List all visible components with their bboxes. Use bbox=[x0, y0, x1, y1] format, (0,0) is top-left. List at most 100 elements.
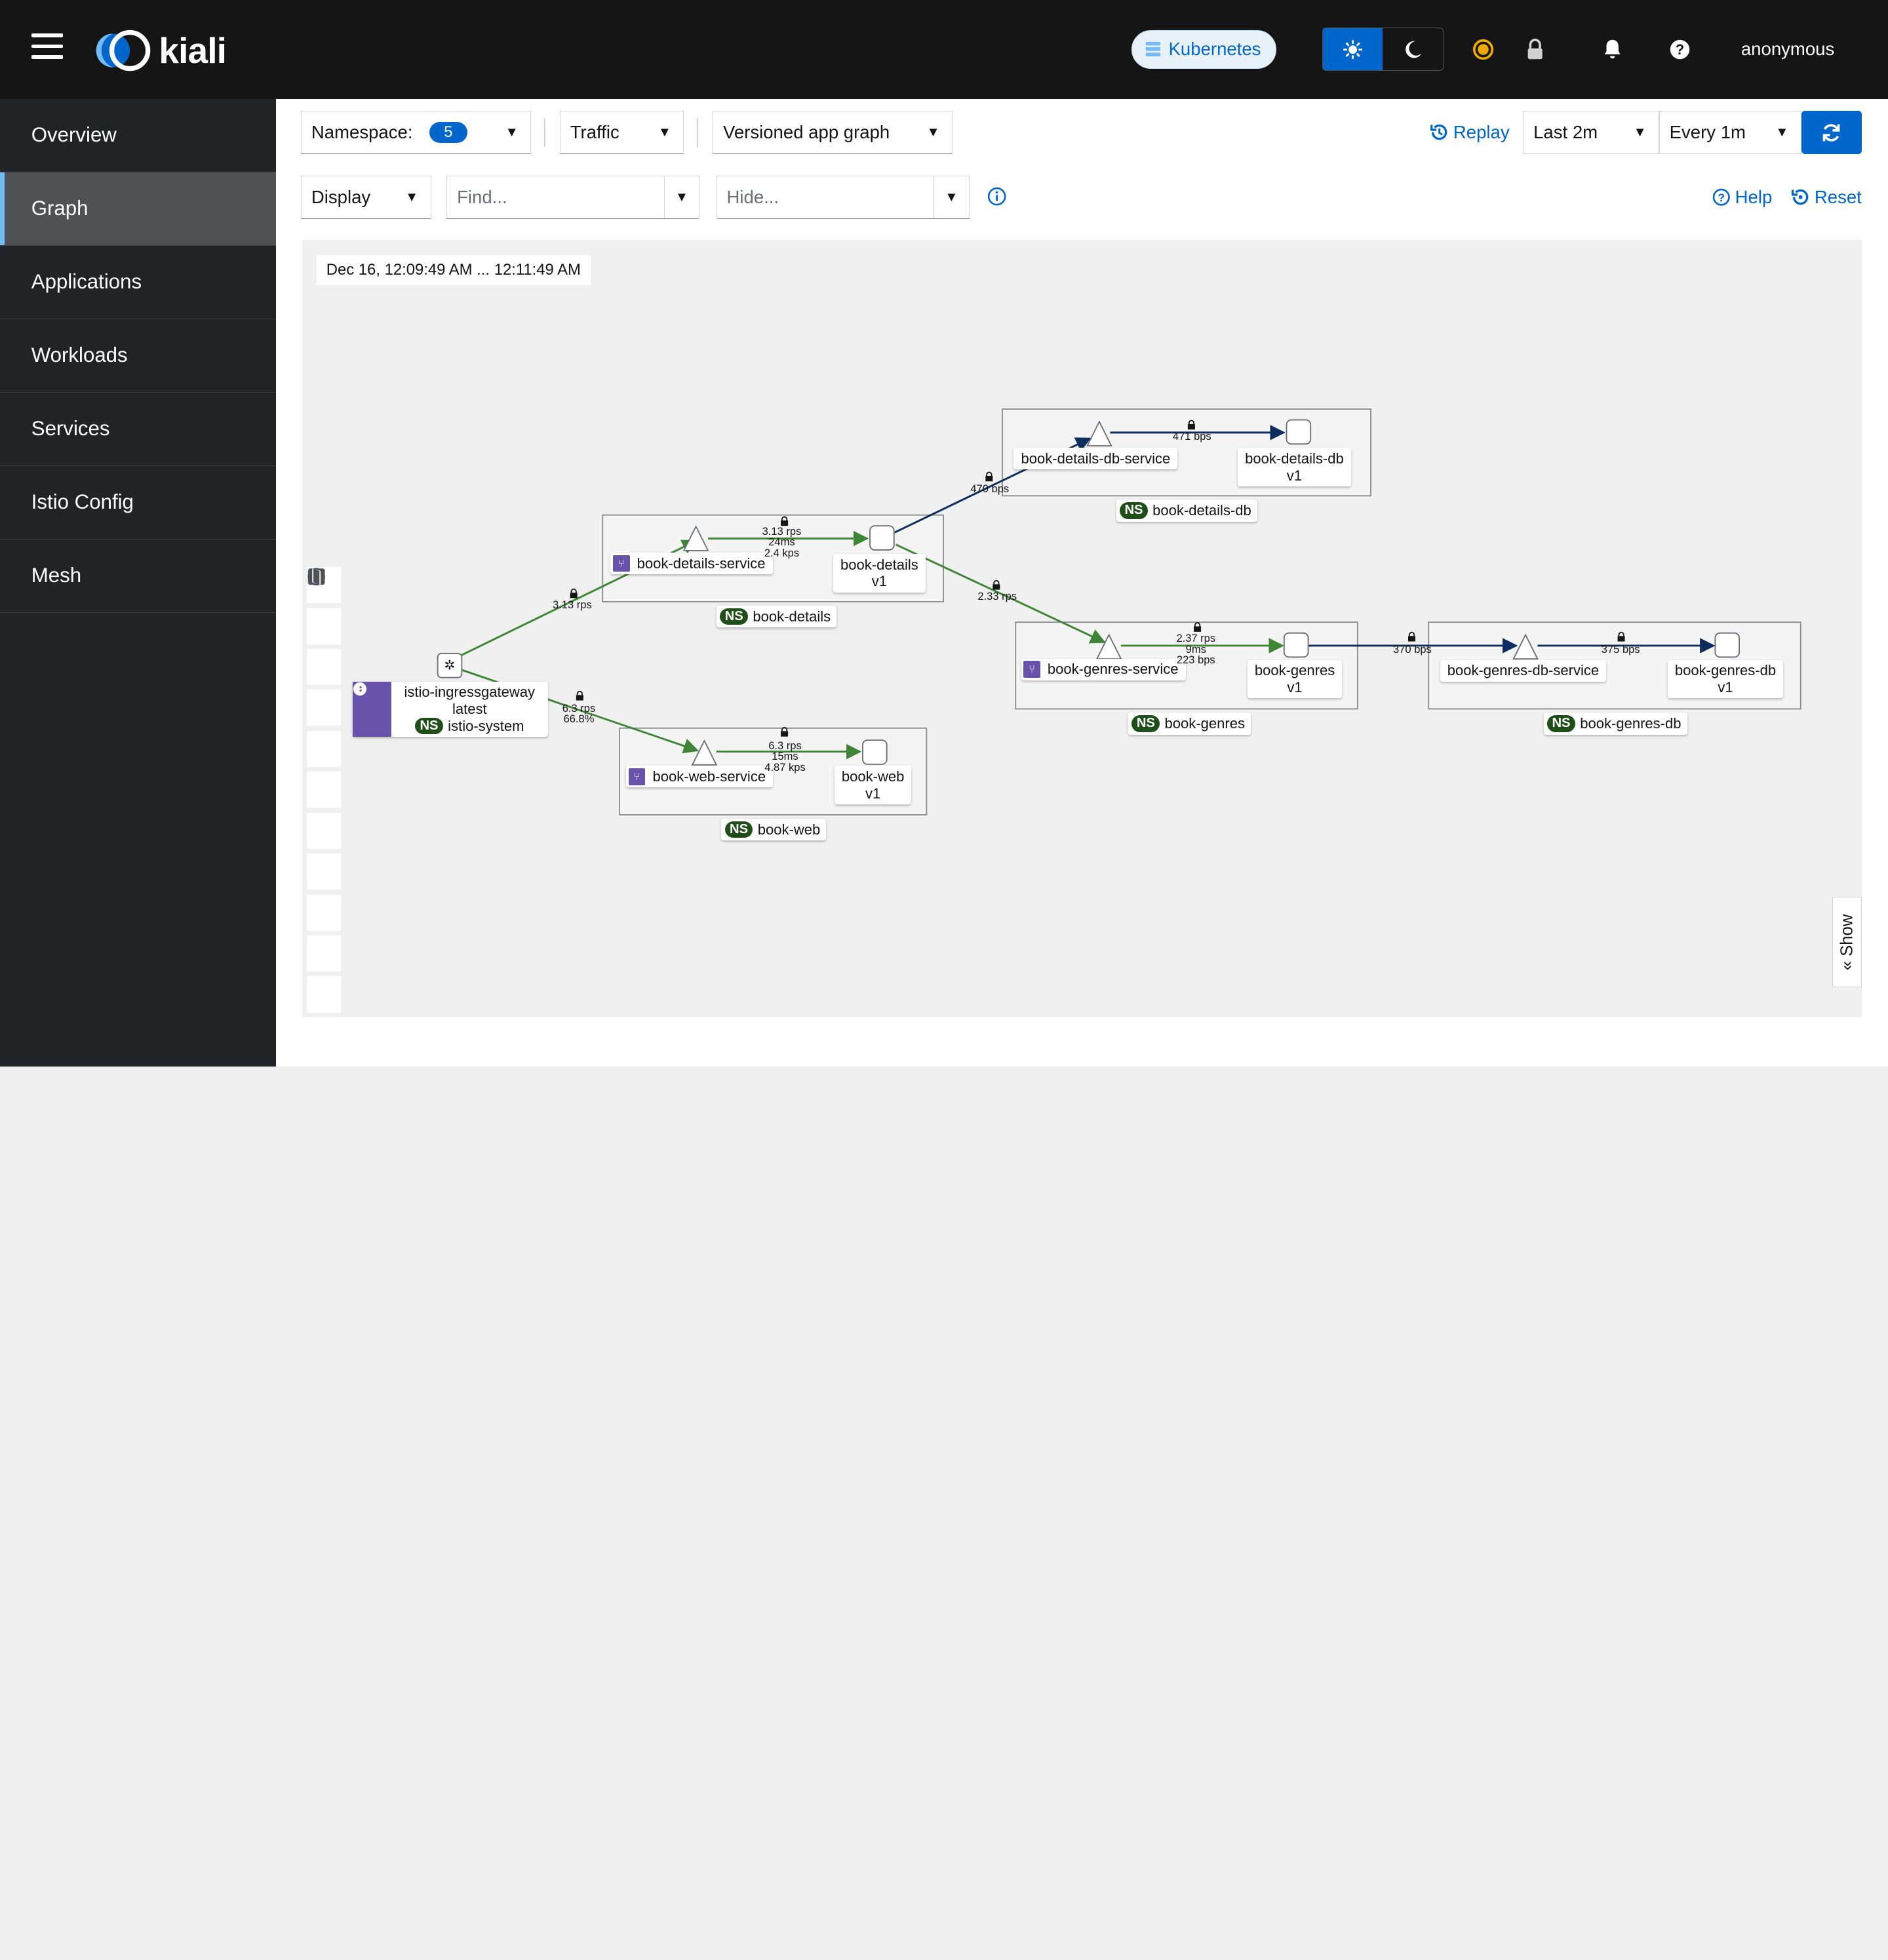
bell-icon[interactable] bbox=[1599, 36, 1625, 62]
genres-db-app-version: v1 bbox=[1718, 678, 1733, 696]
ns-tag-book-web[interactable]: NS book-web bbox=[721, 818, 827, 841]
sidebar-item-services[interactable]: Services bbox=[0, 393, 276, 466]
dark-theme-button[interactable] bbox=[1383, 28, 1443, 70]
web-service-name: book-web-service bbox=[652, 768, 766, 785]
genres-db-app-label[interactable]: book-genres-db v1 bbox=[1667, 659, 1784, 699]
lock-icon bbox=[1187, 420, 1195, 429]
details-db-app-label[interactable]: book-details-db v1 bbox=[1238, 448, 1351, 487]
refresh-interval-selector[interactable]: Every 1m ▼ bbox=[1659, 110, 1801, 155]
masthead: kiali Kubernetes bbox=[0, 0, 1888, 99]
layout-1-button[interactable] bbox=[307, 571, 341, 726]
replay-button[interactable]: Replay bbox=[1429, 121, 1510, 143]
lock-icon bbox=[781, 516, 789, 526]
details-app-node[interactable] bbox=[869, 524, 895, 551]
ns-tag-book-genres-db[interactable]: NS book-genres-db bbox=[1543, 713, 1687, 735]
light-theme-button[interactable] bbox=[1322, 28, 1383, 71]
traffic-selector[interactable]: Traffic ▼ bbox=[560, 110, 684, 155]
lock-icon bbox=[576, 690, 583, 701]
zoom-to-fit-button[interactable] bbox=[307, 568, 341, 644]
genres-db-service-node[interactable] bbox=[1512, 633, 1539, 659]
hide-input[interactable] bbox=[717, 176, 934, 219]
service-badge-icon: ⑂ bbox=[628, 768, 646, 785]
edge-label-genres-db-service: 375 bps bbox=[1601, 642, 1640, 656]
details-db-service-node[interactable] bbox=[1086, 420, 1112, 446]
web-app-label[interactable]: book-web v1 bbox=[834, 766, 912, 804]
status-warning-icon[interactable] bbox=[1470, 36, 1497, 62]
help-button[interactable]: ? Help bbox=[1712, 187, 1772, 208]
menu-icon[interactable] bbox=[31, 33, 63, 62]
show-tab-text: Show bbox=[1837, 914, 1856, 956]
layout-3-button[interactable] bbox=[307, 568, 341, 808]
sidebar-item-applications[interactable]: Applications bbox=[0, 246, 276, 319]
legend-button[interactable] bbox=[307, 568, 341, 1013]
layout-2-button[interactable] bbox=[307, 568, 341, 767]
caret-down-icon: ▼ bbox=[1633, 125, 1647, 140]
web-service-node[interactable] bbox=[691, 739, 718, 766]
user-menu[interactable]: anonymous bbox=[1740, 38, 1835, 59]
reset-button[interactable]: Reset bbox=[1790, 187, 1862, 208]
sidebar-item-graph[interactable]: Graph bbox=[0, 172, 276, 246]
graph-type-selector[interactable]: Versioned app graph ▼ bbox=[713, 110, 953, 155]
namespace-selector[interactable]: Namespace: 5 ▼ bbox=[301, 110, 531, 155]
show-side-panel-tab[interactable]: « Show bbox=[1832, 897, 1862, 988]
edge-details-to-genres-service[interactable] bbox=[895, 543, 1106, 643]
details-app-version: v1 bbox=[871, 573, 888, 590]
find-dropdown-toggle[interactable]: ▼ bbox=[663, 176, 699, 219]
details-app-name: book-details bbox=[840, 556, 918, 573]
hide-dropdown-toggle[interactable]: ▼ bbox=[934, 176, 968, 219]
refresh-button[interactable] bbox=[1801, 110, 1862, 155]
status-dot bbox=[1473, 39, 1494, 60]
ns-pill: NS bbox=[415, 717, 443, 735]
replay-label: Replay bbox=[1453, 121, 1510, 142]
graph-type-label: Versioned app graph bbox=[723, 122, 890, 143]
web-service-label[interactable]: ⑂ book-web-service bbox=[626, 766, 774, 788]
hide-field: ▼ bbox=[716, 176, 970, 220]
ns-tag-book-details-db[interactable]: NS book-details-db bbox=[1116, 500, 1257, 522]
ns-name: book-genres bbox=[1164, 715, 1246, 732]
sidebar-item-mesh[interactable]: Mesh bbox=[0, 539, 276, 613]
graph-canvas[interactable]: Dec 16, 12:09:49 AM ... 12:11:49 AM bbox=[302, 239, 1862, 1017]
genres-db-app-node[interactable] bbox=[1714, 632, 1740, 657]
service-badge-icon: ⑂ bbox=[612, 555, 630, 572]
details-app-label[interactable]: book-details v1 bbox=[833, 553, 926, 593]
gateway-namespace-name: istio-system bbox=[448, 717, 524, 734]
sidebar-nav: Overview Graph Applications Workloads Se… bbox=[0, 98, 276, 1067]
edge-label-genres-service: 2.37 rps 9ms 223 bps bbox=[1176, 633, 1215, 666]
duration-selector[interactable]: Last 2m ▼ bbox=[1523, 110, 1659, 155]
layout-5-button[interactable] bbox=[307, 568, 341, 890]
genres-service-label[interactable]: ⑂ book-genres-service bbox=[1021, 658, 1186, 680]
edge-label-kps: 223 bps bbox=[1176, 654, 1215, 667]
find-hide-info-icon[interactable] bbox=[987, 187, 1006, 206]
details-db-service-label[interactable]: book-details-db-service bbox=[1013, 448, 1178, 470]
caret-down-icon: ▼ bbox=[505, 125, 519, 140]
ns-pill: NS bbox=[724, 821, 753, 838]
sidebar-item-overview[interactable]: Overview bbox=[0, 99, 276, 172]
details-db-app-node[interactable] bbox=[1286, 419, 1312, 444]
genres-db-service-label[interactable]: book-genres-db-service bbox=[1440, 659, 1607, 682]
genres-app-node[interactable] bbox=[1283, 632, 1309, 657]
ns-name: book-details bbox=[753, 608, 831, 625]
help-icon[interactable]: ? bbox=[1666, 36, 1693, 62]
display-selector[interactable]: Display ▼ bbox=[301, 176, 431, 220]
lock-icon[interactable] bbox=[1522, 36, 1548, 62]
gateway-label[interactable]: istio-ingressgateway latest NS istio-sys… bbox=[353, 681, 548, 737]
layout-default-button[interactable] bbox=[307, 571, 341, 686]
genres-app-label[interactable]: book-genres v1 bbox=[1247, 659, 1343, 699]
sidebar-item-workloads[interactable]: Workloads bbox=[0, 319, 276, 393]
cluster-icon bbox=[1145, 42, 1160, 57]
traffic-label: Traffic bbox=[570, 122, 620, 143]
ns-tag-book-details[interactable]: NS book-details bbox=[716, 605, 837, 628]
details-service-node[interactable] bbox=[682, 524, 709, 551]
gateway-node[interactable] bbox=[437, 652, 463, 678]
web-app-node[interactable] bbox=[862, 739, 888, 765]
details-service-label[interactable]: ⑂ book-details-service bbox=[610, 553, 773, 575]
cluster-badge[interactable]: Kubernetes bbox=[1131, 29, 1276, 69]
sidebar-item-istio-config[interactable]: Istio Config bbox=[0, 466, 276, 539]
edge-label-ms: 24ms bbox=[768, 536, 795, 549]
namespace-layout-button[interactable] bbox=[307, 568, 341, 931]
ns-tag-book-genres[interactable]: NS book-genres bbox=[1128, 713, 1251, 735]
layout-4-button[interactable] bbox=[307, 568, 341, 849]
kiali-logo[interactable]: kiali bbox=[94, 26, 227, 74]
namespace-layout-alt-button[interactable] bbox=[307, 568, 341, 972]
find-input[interactable] bbox=[447, 176, 664, 219]
